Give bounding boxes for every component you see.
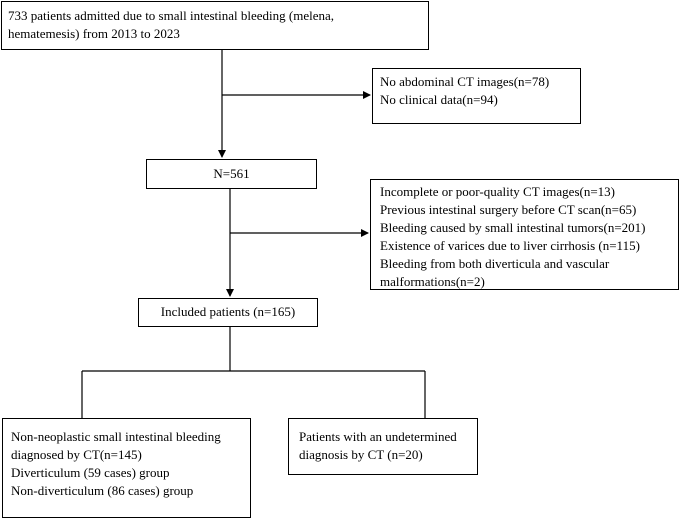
n561-label: N=561 [213, 166, 250, 181]
exclusion2-line-1: Incomplete or poor-quality CT images(n=1… [380, 184, 615, 199]
included-box: Included patients (n=165) [138, 298, 318, 327]
undetermined-line-1: Patients with an undetermined [299, 429, 457, 444]
exclusion-box-1: No abdominal CT images(n=78) No clinical… [372, 68, 581, 124]
start-box: 733 patients admitted due to small intes… [1, 1, 429, 50]
start-line-1: 733 patients admitted due to small intes… [8, 8, 335, 23]
exclusion-box-2: Incomplete or poor-quality CT images(n=1… [370, 179, 679, 290]
exclusion2-line-2: Previous intestinal surgery before CT sc… [380, 202, 637, 217]
undetermined-line-2: diagnosis by CT (n=20) [299, 447, 423, 462]
exclusion1-line-1: No abdominal CT images(n=78) [380, 74, 550, 89]
included-label: Included patients (n=165) [160, 304, 296, 319]
non-neoplastic-line-1: Non-neoplastic small intestinal bleeding [11, 429, 221, 444]
n561-box: N=561 [146, 159, 317, 189]
undetermined-box: Patients with an undetermined diagnosis … [288, 418, 478, 475]
non-neoplastic-box: Non-neoplastic small intestinal bleeding… [2, 418, 251, 518]
non-neoplastic-line-4: Non-diverticulum (86 cases) group [11, 483, 194, 498]
non-neoplastic-line-2: diagnosed by CT(n=145) [11, 447, 142, 462]
start-line-2: hematemesis) from 2013 to 2023 [8, 26, 180, 41]
exclusion2-line-4: Existence of varices due to liver cirrho… [380, 238, 640, 253]
exclusion2-line-3: Bleeding caused by small intestinal tumo… [380, 220, 646, 235]
exclusion2-line-6: malformations(n=2) [380, 274, 485, 289]
non-neoplastic-line-3: Diverticulum (59 cases) group [11, 465, 170, 480]
exclusion1-line-2: No clinical data(n=94) [380, 92, 498, 107]
exclusion2-line-5: Bleeding from both diverticula and vascu… [380, 256, 610, 271]
